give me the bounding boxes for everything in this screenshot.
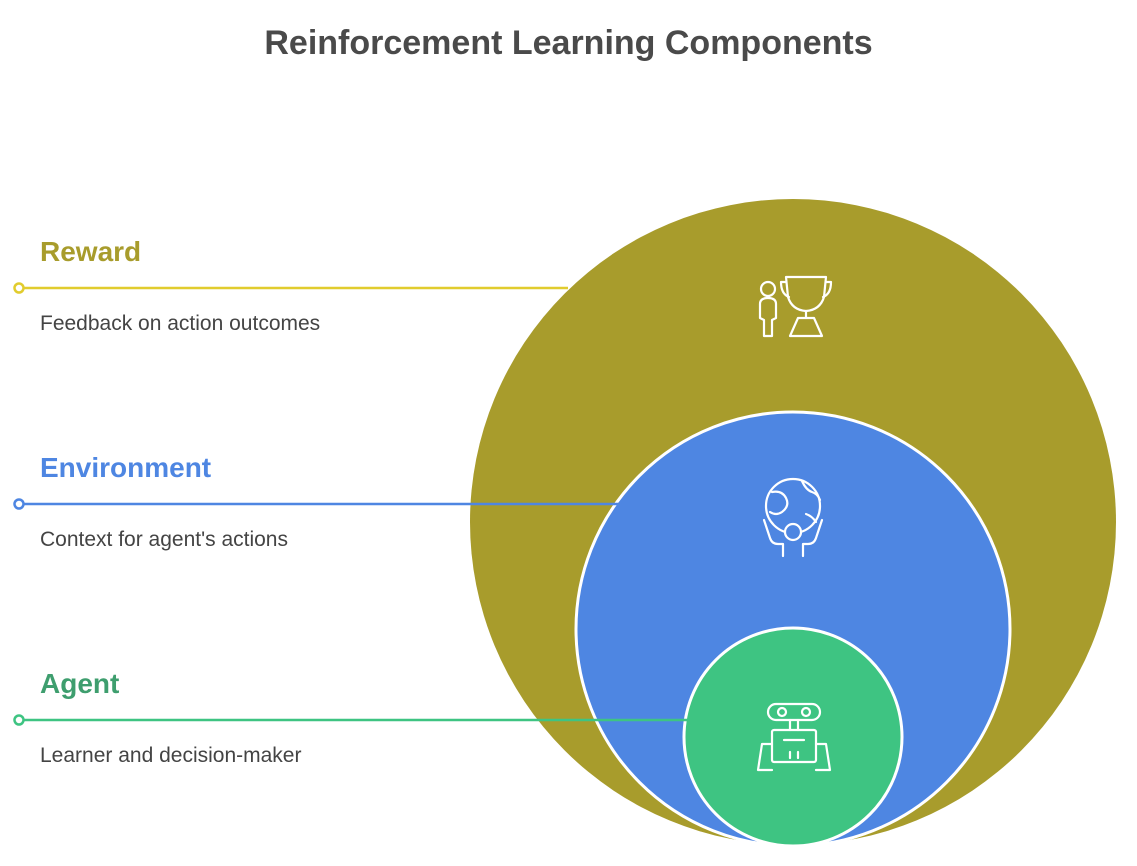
reward-title: Reward xyxy=(40,236,142,267)
person-trophy-icon xyxy=(758,275,833,338)
reward-description: Feedback on action outcomes xyxy=(40,312,321,335)
agent-description: Learner and decision-maker xyxy=(40,744,302,767)
agent-circle xyxy=(682,626,904,848)
page-title: Reinforcement Learning Components xyxy=(264,24,873,62)
robot-icon xyxy=(756,702,832,772)
environment-description: Context for agent's actions xyxy=(40,528,288,551)
environment-connector xyxy=(13,498,620,510)
reward-connector xyxy=(13,282,568,294)
agent-connector xyxy=(13,714,688,726)
environment-title: Environment xyxy=(40,452,212,483)
agent-title: Agent xyxy=(40,668,120,699)
globe-person-icon xyxy=(762,477,824,558)
